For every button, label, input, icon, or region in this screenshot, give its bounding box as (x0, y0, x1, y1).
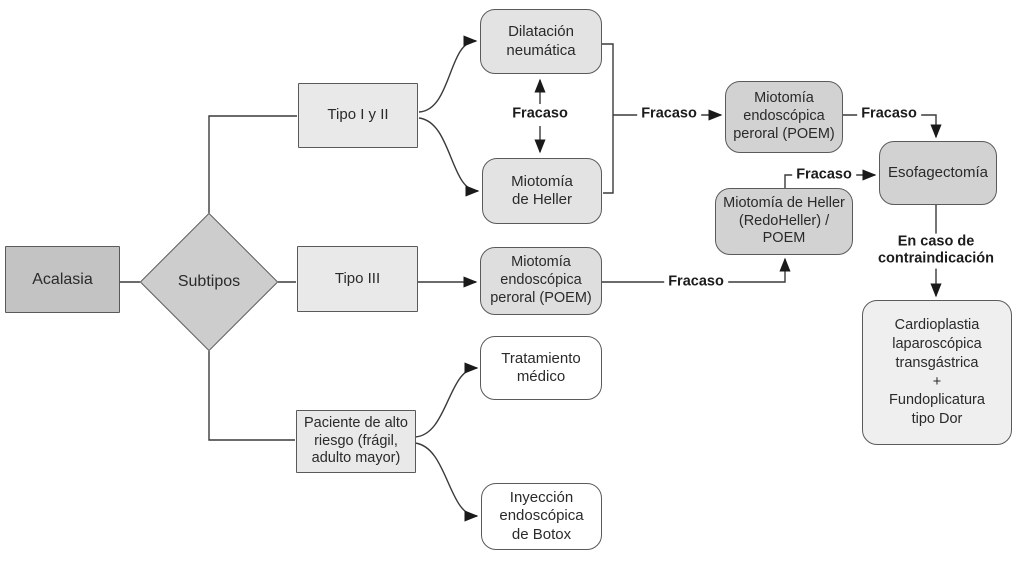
node-tratamiento-medico: Tratamiento médico (480, 336, 602, 400)
node-inyeccion-botox: Inyección endoscópica de Botox (481, 483, 602, 550)
node-cardioplastia-fundoplicatura: Cardioplastia laparoscópica transgástric… (862, 300, 1012, 445)
node-acalasia: Acalasia (5, 246, 120, 313)
edge-label-en-caso-de-contraindicacion: En caso de contraindicación (873, 233, 999, 269)
edge-label-fracaso-poem3-to-redoheller: Fracaso (664, 273, 728, 291)
node-tipo-1-y-2: Tipo I y II (298, 83, 418, 148)
node-dilatacion-neumatica: Dilatación neumática (480, 9, 602, 74)
node-redoheller-poem: Miotomía de Heller (RedoHeller) / POEM (715, 188, 853, 255)
node-paciente-alto-riesgo: Paciente de alto riesgo (frágil, adulto … (296, 410, 416, 473)
node-subtipos-label: Subtipos (177, 273, 241, 290)
node-esofagectomia: Esofagectomía (879, 141, 997, 205)
node-subtipos: Subtipos (139, 212, 279, 352)
node-miotomia-de-heller: Miotomía de Heller (482, 158, 602, 224)
edge-label-fracaso-redoheller-to-esofagectomia: Fracaso (792, 166, 856, 184)
edge-label-fracaso-dilatacion-heller: Fracaso (508, 105, 572, 123)
node-poem-tipo-1-2: Miotomía endoscópica peroral (POEM) (725, 81, 843, 153)
edge-label-fracaso-poem-to-esofagectomia: Fracaso (857, 105, 921, 123)
edge-label-fracaso-to-poem: Fracaso (637, 105, 701, 123)
node-tipo-3: Tipo III (297, 246, 418, 312)
node-poem-tipo-3: Miotomía endoscópica peroral (POEM) (480, 247, 602, 315)
